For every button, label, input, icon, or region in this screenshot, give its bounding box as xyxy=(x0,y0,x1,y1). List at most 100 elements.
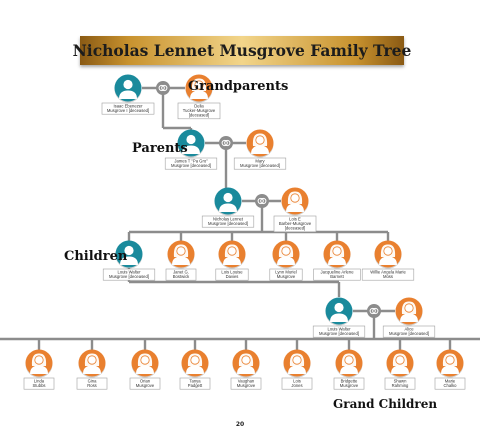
male-person-icon xyxy=(182,134,200,154)
person-node: James T "Pa Gro"Musgrove [deceased] xyxy=(164,129,218,170)
person-name-text: Musgrove [deceased] xyxy=(171,163,211,168)
person-name-text: Mary xyxy=(255,158,265,163)
name-label-box xyxy=(23,377,55,390)
person-name-text: Padgett xyxy=(188,383,203,388)
female-person-icon xyxy=(30,353,48,374)
person-name-text: Musgrove [deceased] xyxy=(208,221,248,226)
name-label-box xyxy=(164,157,218,170)
person-name-text: Musgrove xyxy=(237,383,256,388)
person-name-text: Shawn xyxy=(394,378,407,383)
person-name-text: Lynn Muriel xyxy=(275,269,297,274)
name-label-box xyxy=(201,215,255,228)
person-name-text: Jones xyxy=(291,383,302,388)
male-person-icon xyxy=(120,245,138,265)
female-person-icon xyxy=(379,244,397,265)
person-name-text: Davies xyxy=(226,274,239,279)
name-label-box xyxy=(129,377,161,390)
person-name-text: Janet G. xyxy=(173,269,189,274)
page-number: 20 xyxy=(235,421,245,428)
marriage-ring-icon xyxy=(367,304,381,318)
title-banner: Nicholas Lennet Musgrove Family Tree xyxy=(73,36,411,65)
person-name-text: Musgrove [deceased] xyxy=(319,331,359,336)
female-person-icon xyxy=(237,353,255,374)
female-person-icon xyxy=(172,244,190,265)
person-name-text: Bridgette xyxy=(341,378,358,383)
person-name-text: Isaac Ebenezer xyxy=(113,103,143,108)
name-label-box xyxy=(434,377,466,390)
label-grand-children: Grand Children xyxy=(333,397,438,411)
female-person-icon xyxy=(340,353,358,374)
person-name-text: Rahming xyxy=(392,383,409,388)
name-label-box xyxy=(233,157,287,170)
person-name-text: Musgrove xyxy=(277,274,296,279)
person-name-text: Musgrove [deceased] xyxy=(109,274,149,279)
person-name-text: Lois E xyxy=(289,216,301,221)
marriage-ring-icon xyxy=(219,136,233,150)
person-name-text: Orian xyxy=(140,378,151,383)
person-name-text: Linda xyxy=(34,378,45,383)
name-label-box xyxy=(361,268,415,281)
person-name-text: Lois Louise xyxy=(221,269,243,274)
marriage-ring-icon xyxy=(255,194,269,208)
name-label-box xyxy=(177,102,221,120)
name-label-box xyxy=(101,102,155,115)
person-name-text: Musgrove xyxy=(136,383,155,388)
person-name-text: Jacqueline Arlene xyxy=(320,269,354,274)
person-name-text: Tanya xyxy=(189,378,201,383)
name-label-box xyxy=(273,215,317,233)
person-name-text: Chalko xyxy=(443,383,457,388)
female-person-icon xyxy=(223,244,241,265)
person-name-text: Louis Walter xyxy=(117,269,141,274)
person-name-text: Musgrove I [deceased] xyxy=(107,108,149,113)
female-person-icon xyxy=(286,191,304,212)
name-label-box xyxy=(230,377,262,390)
marriage-rings xyxy=(156,81,381,318)
name-label-box xyxy=(312,325,366,338)
name-label-box xyxy=(215,268,249,281)
female-person-icon xyxy=(83,353,101,374)
female-person-icon xyxy=(186,353,204,374)
name-label-box xyxy=(384,377,416,390)
person-name-text: James T "Pa Gro" xyxy=(174,158,208,163)
person-name-text: Alice xyxy=(404,326,414,331)
name-label-box xyxy=(333,377,365,390)
person-node: Janet G.Bostwick xyxy=(165,240,197,281)
male-person-icon xyxy=(330,302,348,322)
person-name-text: Louis Walter xyxy=(327,326,351,331)
name-label-box xyxy=(165,268,197,281)
person-name-text: Nicholas Lennet xyxy=(213,216,244,221)
female-person-icon xyxy=(277,244,295,265)
marriage-ring-icon xyxy=(156,81,170,95)
label-children: Children xyxy=(64,249,128,264)
name-label-box xyxy=(179,377,211,390)
person-name-text: Barber-Musgrove xyxy=(279,221,312,226)
person-name-text: Moss xyxy=(383,274,393,279)
person-name-text: [deceased] xyxy=(285,226,306,231)
person-name-text: Musgrove xyxy=(340,383,359,388)
person-name-text: Barnett xyxy=(330,274,344,279)
male-person-icon xyxy=(119,79,137,99)
person-name-text: Gina xyxy=(88,378,98,383)
female-person-icon xyxy=(136,353,154,374)
person-name-text: Bostwick xyxy=(173,274,190,279)
person-name-text: Musgrove [deceased] xyxy=(389,331,429,336)
person-name-text: Delia xyxy=(194,103,204,108)
female-person-icon xyxy=(441,353,459,374)
person-name-text: Willie Angela Marie xyxy=(370,269,406,274)
person-name-text: Tucker-Musgrove xyxy=(183,108,216,113)
name-label-box xyxy=(382,325,436,338)
female-person-icon xyxy=(288,353,306,374)
